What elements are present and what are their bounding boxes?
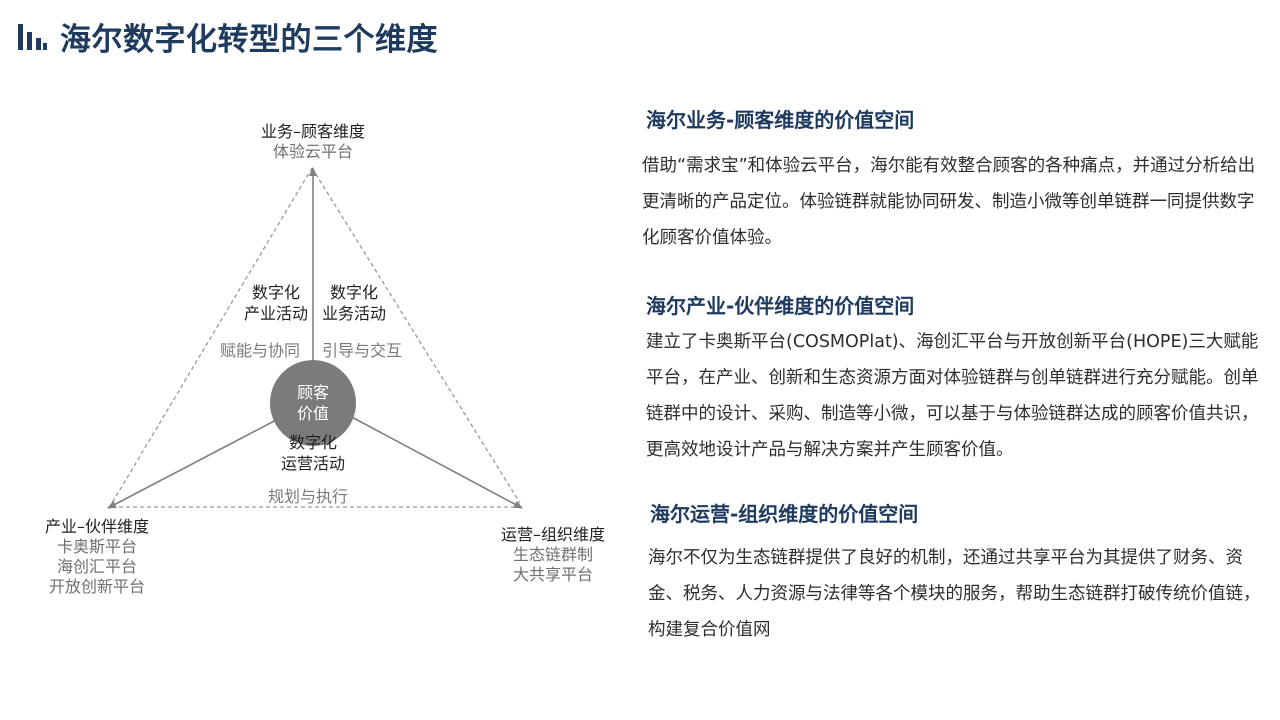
vertex-left-sub: 卡奥斯平台 (56, 537, 137, 556)
activity-line: 运营活动 (280, 454, 345, 473)
operation-activity-label: 数字化 运营活动 (269, 432, 357, 474)
dashed-edge-right (311, 167, 521, 504)
activity-line: 数字化 (329, 283, 378, 302)
vertex-top-heading: 业务–顾客维度 (260, 122, 365, 141)
center-circle (270, 360, 356, 446)
center-line: 顾客 (296, 383, 329, 402)
dashed-edge-left (111, 167, 313, 504)
vertex-right-sub: 生态链群制 (512, 545, 593, 564)
vertex-left-sub: 开放创新平台 (48, 577, 145, 596)
section-industry-partner: 海尔产业-伙伴维度的价值空间 建立了卡奥斯平台(COSMOPlat)、海创汇平台… (642, 290, 1270, 468)
section-heading: 海尔产业-伙伴维度的价值空间 (646, 294, 915, 318)
vertex-top-label: 业务–顾客维度 体验云平台 (240, 122, 386, 162)
activity-line: 业务活动 (321, 304, 386, 323)
left-edge-relation: 赋能与协同 (220, 341, 301, 360)
vertex-left-sub: 海创汇平台 (56, 557, 137, 576)
vertex-right-label: 运营–组织维度 生态链群制 大共享平台 (480, 525, 626, 585)
section-body: 借助“需求宝”和体验云平台，海尔能有效整合顾客的各种痛点，并通过分析给出更清晰的… (642, 156, 1256, 248)
arrow-to-left (107, 417, 281, 509)
activity-line: 产业活动 (243, 304, 308, 323)
section-operation-organization: 海尔运营-组织维度的价值空间 海尔不仅为生态链群提供了良好的机制，还通过共享平台… (642, 498, 1270, 648)
section-heading: 海尔业务-顾客维度的价值空间 (646, 108, 915, 132)
vertex-right-heading: 运营–组织维度 (500, 525, 605, 544)
business-activity-label: 数字化 业务活动 (310, 282, 398, 324)
bottom-edge-relation: 规划与执行 (268, 487, 349, 506)
vertex-left-heading: 产业–伙伴维度 (44, 517, 149, 536)
vertex-top-sub: 体验云平台 (272, 142, 353, 161)
section-business-customer: 海尔业务-顾客维度的价值空间 借助“需求宝”和体验云平台，海尔能有效整合顾客的各… (642, 104, 1270, 256)
title-bar: 海尔数字化转型的三个维度 (18, 14, 438, 58)
activity-line: 数字化 (251, 283, 300, 302)
triangle-lines (107, 167, 523, 509)
right-edge-relation: 引导与交互 (322, 341, 403, 360)
center-line: 价值 (296, 404, 329, 423)
activity-line: 数字化 (288, 433, 337, 452)
section-heading: 海尔运营-组织维度的价值空间 (650, 502, 919, 526)
vertex-left-label: 产业–伙伴维度 卡奥斯平台 海创汇平台 开放创新平台 (24, 517, 170, 597)
section-body: 海尔不仅为生态链群提供了良好的机制，还通过共享平台为其提供了财务、资金、税务、人… (648, 548, 1261, 640)
page-title: 海尔数字化转型的三个维度 (60, 21, 438, 58)
section-body: 建立了卡奥斯平台(COSMOPlat)、海创汇平台与开放创新平台(HOPE)三大… (646, 332, 1259, 460)
center-value-label: 顾客 价值 (270, 360, 356, 446)
industry-activity-label: 数字化 产业活动 (232, 282, 320, 324)
arrow-to-right (347, 414, 523, 509)
value-triangle-diagram: 业务–顾客维度 体验云平台 产业–伙伴维度 卡奥斯平台 海创汇平台 开放创新平台… (24, 122, 626, 597)
vertex-right-sub: 大共享平台 (512, 565, 593, 584)
bar-chart-icon (18, 24, 47, 50)
